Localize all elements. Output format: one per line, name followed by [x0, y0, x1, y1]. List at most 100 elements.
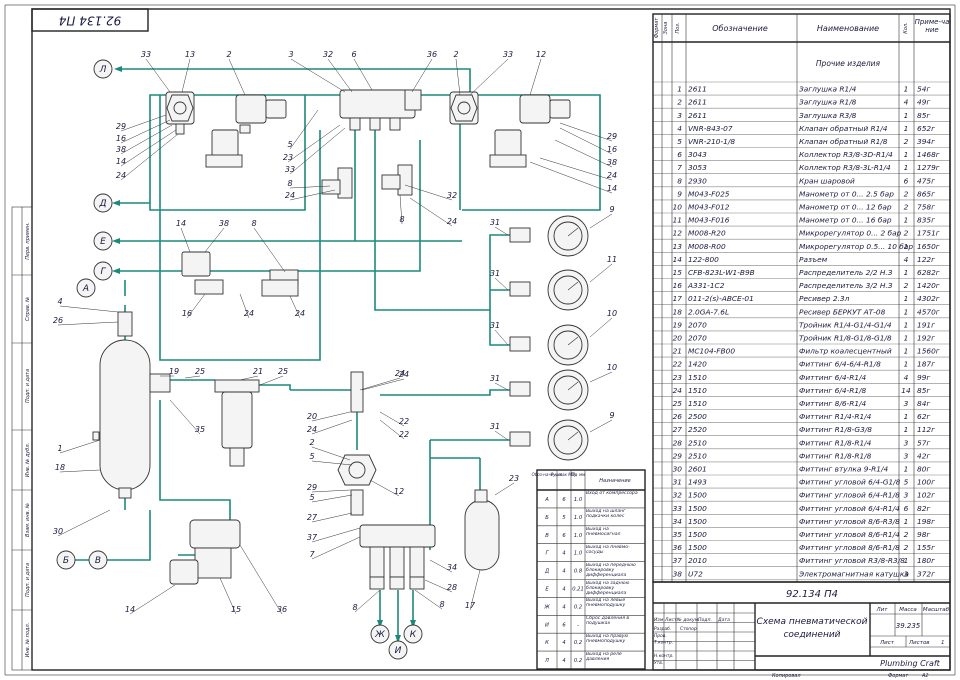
spec-name: Ресивер 2.3л — [799, 294, 850, 303]
spec-designation: 2070 — [688, 320, 707, 329]
strip-label: Перв. примен. — [25, 222, 31, 260]
callout-leader — [289, 295, 301, 319]
strip-label: Взам. инв. № — [25, 503, 31, 537]
callout-leader — [120, 114, 167, 132]
regulator-13-right — [449, 91, 479, 125]
spec-header-note-box: Приме-чание — [914, 18, 950, 34]
legend-purpose: Выход на заднюю блокировку дифференциала — [586, 580, 630, 596]
callout-leader — [145, 58, 171, 93]
legend-pressure: 4 — [562, 551, 565, 557]
spec-qty: 1 — [904, 242, 909, 251]
receiver-17 — [464, 489, 500, 571]
spec-qty: 4 — [904, 255, 909, 264]
spec-qty: 4 — [904, 373, 909, 382]
legend-purpose-box: Выход на левые пневмоподушку — [586, 598, 625, 608]
spec-name: Электромагнитная катушка — [798, 569, 909, 578]
spec-header-note: Приме-чание — [914, 18, 950, 34]
legend-diameter: 0.8 — [574, 569, 583, 575]
callout-number: 18 — [55, 463, 65, 472]
callout-leader — [559, 122, 613, 142]
spec-qty: 1 — [904, 556, 909, 565]
spec-pos: 33 — [673, 504, 683, 513]
spec-note: 1279г — [917, 163, 940, 172]
spec-name: Фильтр коалесцентный — [799, 347, 892, 356]
callout-leader — [327, 58, 353, 93]
spec-name: Микрорегулятор 0... 2 бар — [799, 229, 902, 238]
spec-pos: 2 — [677, 98, 682, 107]
spec-note: 1420г — [917, 281, 940, 290]
sheet-label: Лист — [879, 640, 895, 646]
callout-leader — [181, 58, 191, 93]
legend-code: А — [544, 497, 549, 503]
spec-designation: 1493 — [688, 478, 707, 487]
port-k: К — [410, 630, 417, 640]
callout-number: 9 — [609, 411, 614, 420]
port-b: Б — [63, 556, 69, 566]
pipe-line-g — [118, 140, 421, 272]
spec-pos: 19 — [673, 320, 683, 329]
manifold-6 — [339, 89, 422, 131]
callout-number: 22 — [399, 430, 409, 439]
callout-number: 31 — [490, 374, 500, 383]
legend-purpose: Выход на пневмо-сосуды — [586, 544, 630, 555]
callout-number: 20 — [307, 412, 317, 421]
spec-qty: 6 — [904, 176, 909, 185]
callout-leader — [311, 536, 361, 560]
spec-qty: 1 — [904, 360, 909, 369]
callout-leader — [311, 446, 351, 461]
callout-number: 24 — [285, 191, 295, 200]
spec-designation: VNR-843-07 — [688, 124, 733, 133]
callout-leader — [289, 189, 336, 201]
arrow-e — [112, 238, 120, 244]
spec-pos: 31 — [673, 478, 682, 487]
spec-note: 475г — [917, 176, 935, 185]
callout-leader — [411, 58, 433, 93]
spec-header-name: Наименование — [817, 24, 879, 33]
callout-number: 5 — [309, 452, 314, 461]
callout-number: 14 — [607, 184, 617, 193]
callout-leader — [289, 127, 346, 175]
callout-leader — [494, 226, 509, 236]
callout-leader — [424, 579, 453, 593]
callout-number: 8 — [352, 603, 357, 612]
callout-number: 31 — [490, 422, 500, 431]
callout-number: 23 — [283, 153, 293, 162]
spec-note: 54г — [917, 85, 930, 94]
gauge-9-top — [509, 215, 589, 257]
pipe-loop-right — [420, 94, 601, 211]
callout-number: 19 — [169, 367, 179, 376]
spec-pos: 5 — [677, 137, 682, 146]
callout-leader — [311, 411, 351, 422]
stamp-code: 92.134 П4 — [59, 14, 121, 28]
spec-qty: 1 — [904, 425, 909, 434]
legend-diameter: 1.0 — [574, 497, 583, 503]
legend-purpose: Вход от компрессора — [586, 491, 638, 496]
valve-12-left — [205, 94, 287, 168]
callout-leader — [369, 479, 400, 497]
callout-number: 29 — [607, 132, 617, 141]
spec-header-designation: Обозначение — [712, 24, 768, 33]
callout-number: 15 — [231, 605, 241, 614]
callout-leader — [57, 321, 119, 326]
spec-note: 85г — [917, 386, 930, 395]
spec-designation: 122-800 — [688, 255, 719, 264]
legend-purpose: Выход на шланг подкачки колес — [586, 508, 626, 519]
spec-qty: 2 — [904, 229, 909, 238]
callout-leader — [289, 185, 331, 189]
title-line-2: соединений — [783, 630, 840, 640]
callout-number: 31 — [490, 269, 500, 278]
callout-number: 2 — [453, 50, 458, 59]
spec-designation: VNR-210-1/8 — [688, 137, 735, 146]
callout-leader — [311, 489, 351, 493]
legend-header-diameter: Dу, мм — [571, 472, 585, 477]
callout-number: 24 — [447, 217, 457, 226]
sign-role: Пров. — [654, 633, 667, 639]
spec-designation: 2510 — [688, 438, 707, 447]
filter-21 — [214, 379, 260, 467]
callout-number: 3 — [288, 50, 293, 59]
spec-name: Фиттинг 6/4-R1/8 — [799, 386, 867, 395]
callout-leader — [559, 127, 613, 155]
spec-note: 82г — [917, 504, 930, 513]
title-line-1: Схема пневматической — [757, 617, 868, 627]
